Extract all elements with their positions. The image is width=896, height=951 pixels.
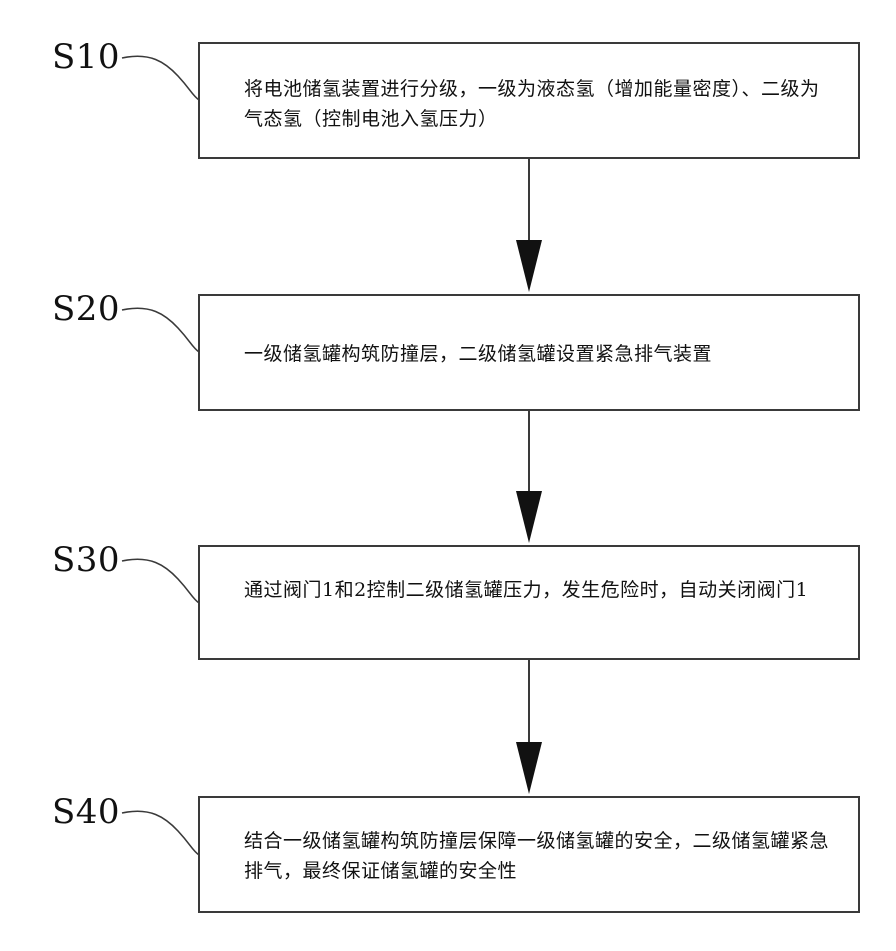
leader-curve-s40 [122,811,199,855]
step-id-s40: S40 [52,792,120,832]
arrowhead-s20-s30 [516,491,542,543]
step-box-s20: 一级储氢罐构筑防撞层，二级储氢罐设置紧急排气装置 [198,294,860,411]
leader-curve-s30 [122,559,199,603]
step-id-s30: S30 [52,540,120,580]
step-text-s10: 将电池储氢装置进行分级，一级为液态氢（增加能量密度）、二级为气态氢（控制电池入氢… [244,74,834,134]
step-text-s40: 结合一级储氢罐构筑防撞层保障一级储氢罐的安全，二级储氢罐紧急排气，最终保证储氢罐… [244,826,834,886]
step-id-s10: S10 [52,37,120,77]
step-box-s40: 结合一级储氢罐构筑防撞层保障一级储氢罐的安全，二级储氢罐紧急排气，最终保证储氢罐… [198,796,860,913]
arrowhead-s30-s40 [516,742,542,794]
step-id-s20: S20 [52,289,120,329]
step-text-s30: 通过阀门1和2控制二级储氢罐压力，发生危险时，自动关闭阀门1 [244,575,834,605]
leader-curve-s20 [122,308,199,352]
step-text-s20: 一级储氢罐构筑防撞层，二级储氢罐设置紧急排气装置 [244,339,834,369]
step-box-s10: 将电池储氢装置进行分级，一级为液态氢（增加能量密度）、二级为气态氢（控制电池入氢… [198,42,860,159]
step-box-s30: 通过阀门1和2控制二级储氢罐压力，发生危险时，自动关闭阀门1 [198,545,860,660]
leader-curve-s10 [122,56,199,100]
arrowhead-s10-s20 [516,240,542,292]
